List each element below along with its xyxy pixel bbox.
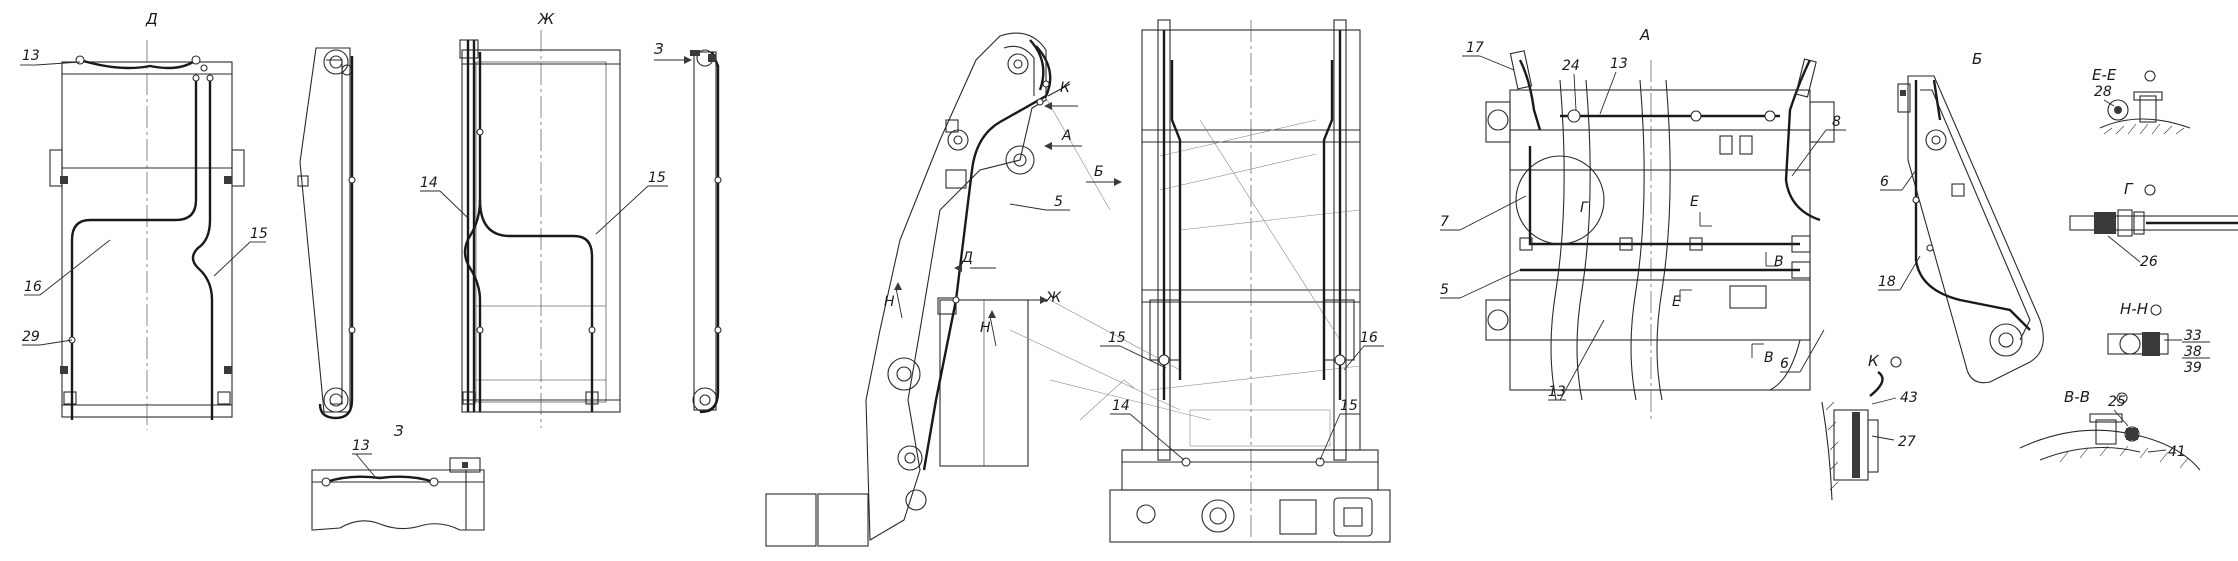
- section-ee: Е-Е 28: [2092, 66, 2191, 135]
- arrow-label-e1: Е: [1690, 194, 1699, 210]
- label-27: 27: [1898, 434, 1916, 450]
- label-8: 8: [1832, 114, 1841, 130]
- label-41: 41: [2168, 444, 2186, 460]
- view-a: А Е Е: [1440, 26, 1846, 420]
- arrow-label-v1: В: [1774, 254, 1784, 270]
- label-24: 24: [1562, 58, 1580, 74]
- view-main-side: К А Б 5 Д Ж Н Н: [765, 32, 1122, 547]
- label-28: 28: [2094, 84, 2112, 100]
- detail-k: К 43 27: [1821, 352, 1918, 501]
- section-nn-title: Н-Н: [2120, 300, 2148, 318]
- arrow-label-zh: Ж: [1045, 290, 1062, 306]
- label-16: 16: [24, 279, 42, 295]
- view-z-title: З: [394, 422, 404, 440]
- label-13a: 13: [22, 48, 40, 64]
- label-14a: 14: [420, 175, 438, 191]
- section-vv: В-В 25 41: [2019, 388, 2201, 471]
- label-13b: 13: [352, 438, 370, 454]
- view-d: Д 13 16 15 29: [20, 10, 268, 430]
- label-18: 18: [1878, 274, 1896, 290]
- detail-g: Г 26: [2069, 180, 2238, 270]
- view-z-vertical: З: [654, 40, 722, 414]
- label-5b: 5: [1440, 282, 1449, 298]
- view-b-title: Б: [1972, 50, 1982, 68]
- arrow-label-d: Д: [961, 250, 973, 266]
- view-a-title: А: [1639, 26, 1650, 44]
- arrow-label-v2: В: [1764, 350, 1774, 366]
- section-nn: Н-Н 33 38 39: [2107, 300, 2210, 376]
- label-33: 33: [2184, 328, 2202, 344]
- label-7: 7: [1440, 214, 1449, 230]
- view-z-arrow-label: З: [654, 40, 664, 58]
- view-zh: Ж 14 15: [420, 10, 668, 428]
- label-6a: 6: [1780, 356, 1789, 372]
- label-15b: 15: [648, 170, 666, 186]
- view-arm-side: [297, 47, 356, 420]
- detail-g-title: Г: [2124, 180, 2134, 198]
- view-d-title: Д: [145, 10, 158, 28]
- arrow-label-b: Б: [1094, 164, 1104, 180]
- label-26: 26: [2140, 254, 2158, 270]
- label-16b: 16: [1360, 330, 1378, 346]
- arrow-label-e2: Е: [1672, 294, 1681, 310]
- section-vv-title: В-В: [2064, 388, 2090, 406]
- label-15a: 15: [250, 226, 268, 242]
- label-29: 29: [22, 329, 40, 345]
- arrow-label-k: К: [1060, 80, 1071, 96]
- section-ee-title: Е-Е: [2092, 66, 2117, 84]
- label-5a: 5: [1054, 194, 1063, 210]
- label-13c: 13: [1610, 56, 1628, 72]
- view-z-bottom: З 13: [311, 422, 485, 531]
- label-14b: 14: [1112, 398, 1130, 414]
- label-15c: 15: [1108, 330, 1126, 346]
- view-main-front: 15 16 14 15: [1009, 19, 1391, 543]
- label-39: 39: [2184, 360, 2202, 376]
- label-15d: 15: [1340, 398, 1358, 414]
- label-6b: 6: [1880, 174, 1889, 190]
- arrow-label-n2: Н: [980, 320, 991, 336]
- label-25: 25: [2108, 394, 2126, 410]
- label-38: 38: [2184, 344, 2202, 360]
- label-17: 17: [1466, 40, 1484, 56]
- arrow-label-a: А: [1061, 128, 1072, 144]
- circle-label-g: Г: [1580, 200, 1589, 216]
- view-b: Б 6 18: [1878, 50, 2044, 384]
- detail-k-title: К: [1868, 352, 1880, 370]
- label-43: 43: [1900, 390, 1918, 406]
- view-zh-title: Ж: [537, 10, 555, 28]
- arrow-label-n1: Н: [884, 294, 895, 310]
- label-13d: 13: [1548, 384, 1566, 400]
